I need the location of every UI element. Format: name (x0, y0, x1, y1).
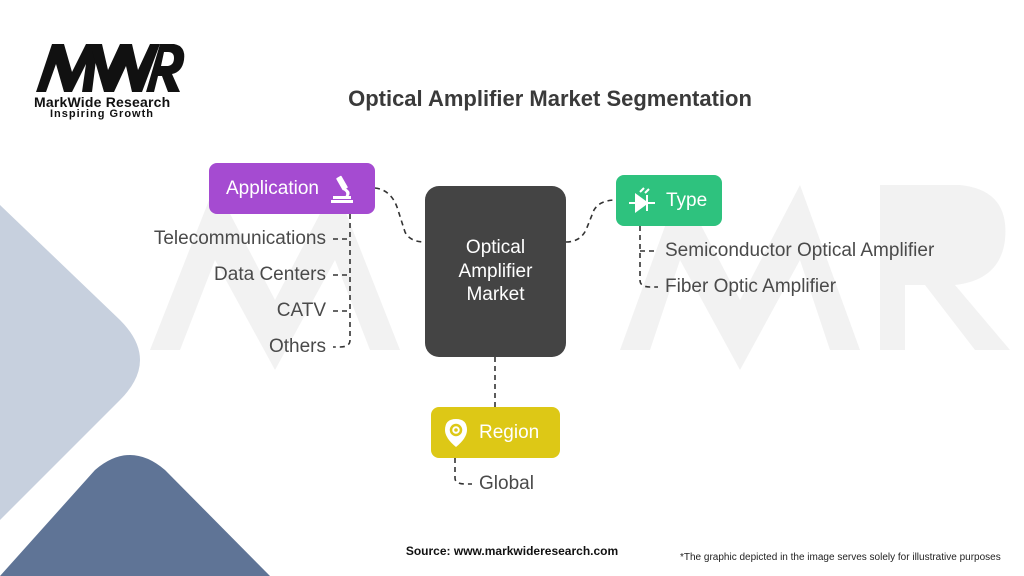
center-node: Optical Amplifier Market (425, 186, 566, 357)
segment-type: Type (616, 175, 722, 226)
type-item: Fiber Optic Amplifier (665, 276, 837, 297)
diode-icon (629, 186, 655, 213)
brand-tagline: Inspiring Growth (50, 108, 154, 120)
application-item: Telecommunications (153, 228, 326, 249)
brand-logo (36, 44, 185, 92)
application-item: CATV (276, 300, 326, 321)
page-title: Optical Amplifier Market Segmentation (348, 86, 752, 111)
source-credit: Source: www.markwideresearch.com (405, 544, 619, 558)
segment-type-label: Type (666, 189, 708, 211)
location-gear-icon (445, 418, 467, 447)
microscope-icon (330, 175, 353, 203)
application-item: Others (268, 336, 326, 357)
segment-application-label: Application (226, 177, 319, 199)
segment-region: Region (431, 407, 560, 458)
application-item: Data Centers (214, 264, 326, 285)
segment-region-label: Region (479, 421, 540, 443)
brand-name: MarkWide Research (34, 94, 171, 110)
segment-application: Application (209, 163, 375, 214)
footnote: *The graphic depicted in the image serve… (680, 552, 1001, 563)
type-item: Semiconductor Optical Amplifier (665, 240, 935, 261)
region-item: Global (479, 473, 534, 494)
